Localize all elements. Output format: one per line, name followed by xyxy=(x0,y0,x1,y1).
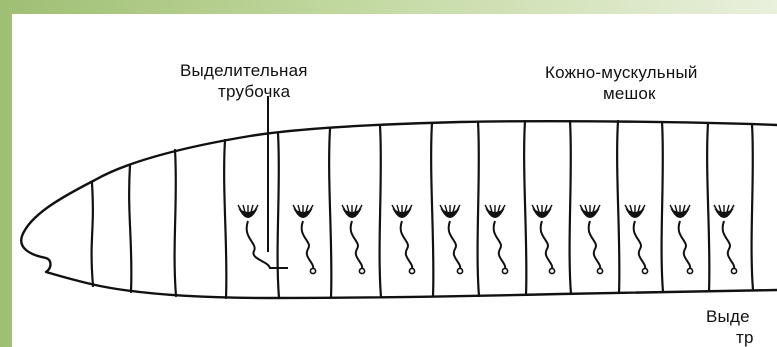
nephridium-pore xyxy=(502,268,507,273)
nephridium-tube xyxy=(634,221,646,269)
nephridium xyxy=(625,205,648,274)
nephridium-tube xyxy=(401,221,413,269)
nephridium xyxy=(485,205,508,274)
nephridium-pore xyxy=(687,268,692,273)
segment-divider xyxy=(478,122,479,296)
excretory-tube-label: Выделительная трубочка xyxy=(180,60,308,102)
segment-divider xyxy=(224,140,226,298)
segment-divider xyxy=(524,121,526,295)
nephridium-cilium xyxy=(585,205,587,212)
segment-divider xyxy=(175,150,176,296)
bottom-right-label-line2: тр xyxy=(706,327,754,347)
segment-divider xyxy=(278,134,279,298)
nephridium-cilium xyxy=(453,205,455,212)
nephridium-cilium xyxy=(593,205,595,212)
nephridium-tube xyxy=(351,221,363,269)
segment-divider xyxy=(329,129,331,297)
segment-divider xyxy=(707,123,709,291)
nephridium xyxy=(440,205,463,274)
nephridium xyxy=(670,205,693,274)
nephridium-pore xyxy=(310,268,315,273)
nephridium-cilium xyxy=(397,205,399,212)
nephridium-pore xyxy=(642,268,647,273)
nephridium-cilium xyxy=(498,205,500,212)
segment-divider xyxy=(92,183,93,286)
nephridium xyxy=(392,205,415,274)
nephridium-cilium xyxy=(251,205,253,212)
segment-divider xyxy=(662,122,663,292)
nephridium-cilium xyxy=(537,205,539,212)
nephridium-cilium xyxy=(545,205,547,212)
nephridium-cilium xyxy=(243,205,245,212)
skin-muscle-sac-label-line1: Кожно-мускульный xyxy=(545,62,698,83)
nephridium-tube xyxy=(494,221,506,269)
segment-divider xyxy=(617,121,619,293)
nephridium xyxy=(532,205,555,274)
nephridium-cilium xyxy=(405,205,407,212)
nephridium-cilium xyxy=(355,205,357,212)
nephridium-cilium xyxy=(306,205,308,212)
skin-muscle-sac-label: Кожно-мускульный мешок xyxy=(545,62,698,104)
nephridium-cilium xyxy=(683,205,685,212)
nephridium-pore xyxy=(731,268,736,273)
nephridium-cilium xyxy=(630,205,632,212)
nephridium-cilium xyxy=(347,205,349,212)
bottom-right-label-line1: Выде xyxy=(706,306,754,327)
nephridium-tube xyxy=(723,221,735,269)
nephridium-cilium xyxy=(727,205,729,212)
nephridium-cilium xyxy=(490,205,492,212)
nephridium-tube xyxy=(679,221,691,269)
excretory-tube-label-line2: трубочка xyxy=(180,81,308,102)
skin-muscle-sac-label-line2: мешок xyxy=(545,83,698,104)
nephridium-cilium xyxy=(445,205,447,212)
segment-divider xyxy=(431,123,433,296)
nephridium xyxy=(714,205,737,274)
segment-divider xyxy=(380,126,381,297)
bottom-right-label: Выде тр xyxy=(706,306,754,347)
nephridium-pore xyxy=(457,268,462,273)
nephridium-pore xyxy=(549,268,554,273)
nephridium xyxy=(342,205,365,274)
nephridium-pore xyxy=(409,268,414,273)
segment-divider xyxy=(129,165,131,292)
nephridium xyxy=(238,205,288,268)
nephridium-tube xyxy=(589,221,601,269)
nephridium-cilium xyxy=(298,205,300,212)
nephridium-tube xyxy=(541,221,553,269)
excretory-tube-label-line1: Выделительная xyxy=(180,60,308,81)
nephridium-cilium xyxy=(719,205,721,212)
nephridium-cilium xyxy=(638,205,640,212)
nephridium-pore xyxy=(597,268,602,273)
nephridium xyxy=(293,205,316,274)
segment-divider xyxy=(752,124,753,290)
nephridium-tube xyxy=(302,221,314,269)
segment-divider xyxy=(570,121,571,294)
nephridium-cilium xyxy=(675,205,677,212)
nephridium-pore xyxy=(359,268,364,273)
nephridium-tube xyxy=(449,221,461,269)
nephridium xyxy=(580,205,603,274)
